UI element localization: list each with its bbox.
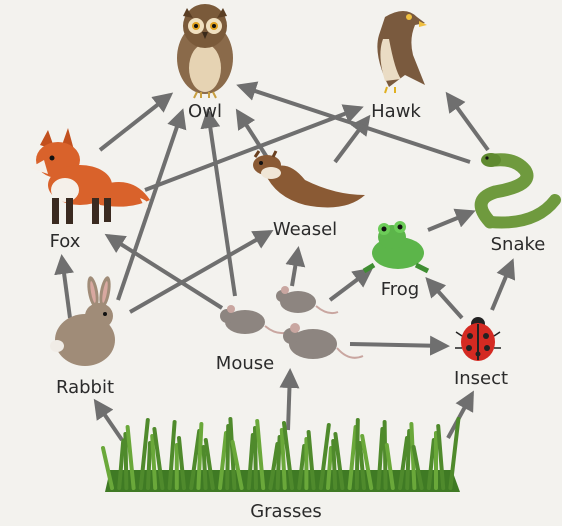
rabbit-illustration <box>50 275 115 366</box>
arrow-grasses-to-insect <box>448 394 472 438</box>
snake-illustration <box>481 153 555 223</box>
arrow-rabbit-to-fox <box>62 258 70 318</box>
label-grasses: Grasses <box>250 503 322 521</box>
feeding-arrows <box>62 86 512 440</box>
arrow-mouse-to-weasel <box>292 250 298 286</box>
label-mouse: Mouse <box>216 355 274 373</box>
arrow-insect-to-frog <box>428 280 462 318</box>
label-insect: Insect <box>454 370 508 388</box>
grass-blade <box>148 443 150 488</box>
weasel-illustration <box>253 151 365 207</box>
arrow-mouse-to-owl <box>208 112 235 296</box>
arrow-rabbit-to-weasel <box>130 232 270 312</box>
arrow-mouse-to-frog <box>330 270 370 300</box>
grass-blade <box>227 426 228 488</box>
label-fox: Fox <box>50 233 81 251</box>
arrow-fox-to-owl <box>100 95 170 150</box>
grass-illustration <box>103 419 460 492</box>
grass-blade <box>278 437 280 488</box>
arrow-mouse-to-fox <box>108 236 222 308</box>
arrow-grasses-to-rabbit <box>96 402 122 440</box>
arrow-mouse-to-insect <box>350 344 446 346</box>
grass-blade <box>125 434 126 488</box>
label-frog: Frog <box>381 281 420 299</box>
arrow-frog-to-snake <box>428 212 472 230</box>
label-snake: Snake <box>491 236 546 254</box>
label-weasel: Weasel <box>273 221 337 239</box>
frog-illustration <box>364 221 428 271</box>
grass-blade <box>204 447 206 488</box>
arrow-grasses-to-mouse <box>288 372 290 430</box>
grass-blade <box>407 431 409 488</box>
mouse-illustration <box>220 286 363 359</box>
arrow-insect-to-snake <box>492 262 512 310</box>
label-rabbit: Rabbit <box>56 379 114 397</box>
hawk-illustration <box>377 11 427 93</box>
arrow-snake-to-owl <box>240 86 470 162</box>
grass-blade <box>357 420 358 488</box>
fox-illustration <box>30 128 150 224</box>
label-owl: Owl <box>188 103 222 121</box>
ladybug-illustration <box>455 317 501 361</box>
grass-blade <box>385 422 386 488</box>
grass-blade <box>333 441 335 488</box>
label-hawk: Hawk <box>371 103 421 121</box>
grass-blade <box>255 428 256 488</box>
arrow-snake-to-hawk <box>448 95 488 150</box>
owl-illustration <box>177 4 233 98</box>
